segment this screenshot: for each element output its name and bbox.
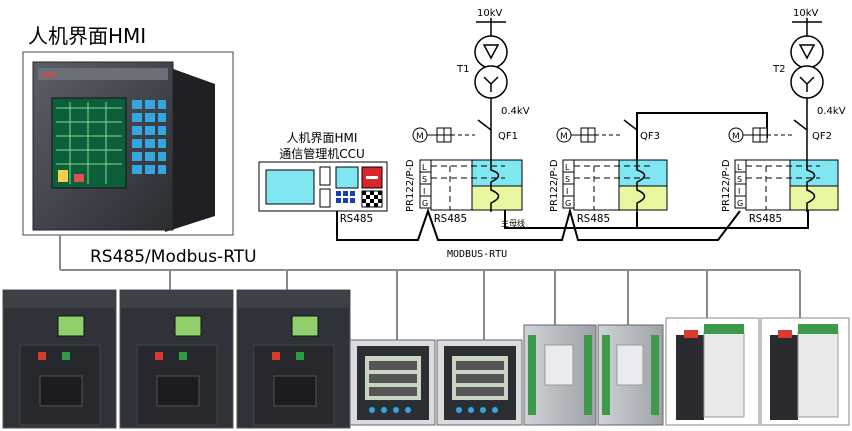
- motor-icon: M: [560, 132, 568, 142]
- t1-name: T1: [456, 64, 469, 75]
- terminal-l: L: [422, 163, 427, 172]
- qf1-port: RS485: [434, 212, 467, 225]
- motor-icon: M: [732, 132, 740, 142]
- terminal-l: L: [565, 163, 570, 172]
- delta-symbol: [798, 44, 816, 60]
- acb-breaker-2: [119, 289, 234, 429]
- hmi-device: ABB: [32, 61, 215, 232]
- rs485-bus: [59, 235, 801, 340]
- acb-breaker-3: [236, 289, 351, 429]
- wye-symbol: [799, 76, 815, 92]
- hmi-title: 人机界面HMI: [28, 24, 146, 48]
- qf2-port: RS485: [749, 212, 782, 225]
- bus-label: RS485/Modbus-RTU: [90, 247, 257, 267]
- transformer-t2: [790, 18, 824, 130]
- modbus-wire: [336, 207, 741, 241]
- io-module-1: [523, 324, 597, 426]
- qf2-relay: PR122/P-D: [721, 159, 732, 212]
- motor-icon: M: [416, 132, 424, 142]
- qf2-label: QF2: [812, 131, 832, 142]
- ccu-checker: [361, 190, 383, 208]
- hmi-screen-grid: [56, 102, 122, 184]
- delta-symbol: [482, 44, 500, 60]
- qf1-relay: PR122/P-D: [405, 159, 416, 212]
- qf3-port: RS485: [577, 212, 610, 225]
- io-module-4: [760, 317, 850, 426]
- terminal-g: G: [737, 199, 743, 208]
- busbar-right: [636, 207, 809, 229]
- terminal-i: I: [738, 187, 740, 196]
- ccu-title-1: 人机界面HMI: [287, 131, 358, 145]
- t2-hv: 10kV: [793, 8, 819, 19]
- acb-breaker-1: [2, 289, 117, 429]
- ccu-rs485-label: RS485: [340, 212, 373, 225]
- terminal-i: I: [423, 187, 425, 196]
- t2-lv: 0.4kV: [817, 106, 846, 117]
- transformer-t1: [474, 18, 508, 130]
- qf1-label: QF1: [498, 131, 518, 142]
- io-module-3: [665, 317, 760, 426]
- terminal-s: S: [565, 175, 570, 184]
- ccu-title-2: 通信管理机CCU: [279, 146, 365, 161]
- qf3-label: QF3: [640, 131, 660, 142]
- busbar-label: 主母线: [501, 218, 525, 228]
- terminal-l: L: [737, 163, 742, 172]
- terminal-g: G: [565, 199, 571, 208]
- t2-name: T2: [772, 64, 785, 75]
- power-meter-2: [436, 339, 523, 426]
- power-meter-1: [349, 339, 436, 426]
- wye-symbol: [483, 76, 499, 92]
- hmi-keypad: [132, 100, 166, 174]
- terminal-g: G: [422, 199, 428, 208]
- terminal-s: S: [422, 175, 427, 184]
- breaker-panel-qf2: M QF2 L S I G PR122/P-D RS485: [721, 119, 839, 225]
- io-module-2: [597, 324, 664, 426]
- qf3-relay: PR122/P-D: [549, 159, 560, 212]
- terminal-i: I: [566, 187, 568, 196]
- t1-lv: 0.4kV: [501, 106, 530, 117]
- modbus-rtu-label: MODBUS-RTU: [447, 249, 507, 260]
- breaker-panel-qf1: M QF1 L S I G PR122/P-D RS485: [405, 119, 523, 225]
- terminal-s: S: [737, 175, 742, 184]
- hmi-logo: ABB: [42, 72, 56, 79]
- breaker-panel-qf3: M QF3 L S I G PR122/P-D RS485: [549, 119, 668, 225]
- t1-hv: 10kV: [477, 8, 503, 19]
- ccu-unit: [258, 161, 388, 212]
- ccu-keypad: [336, 191, 355, 203]
